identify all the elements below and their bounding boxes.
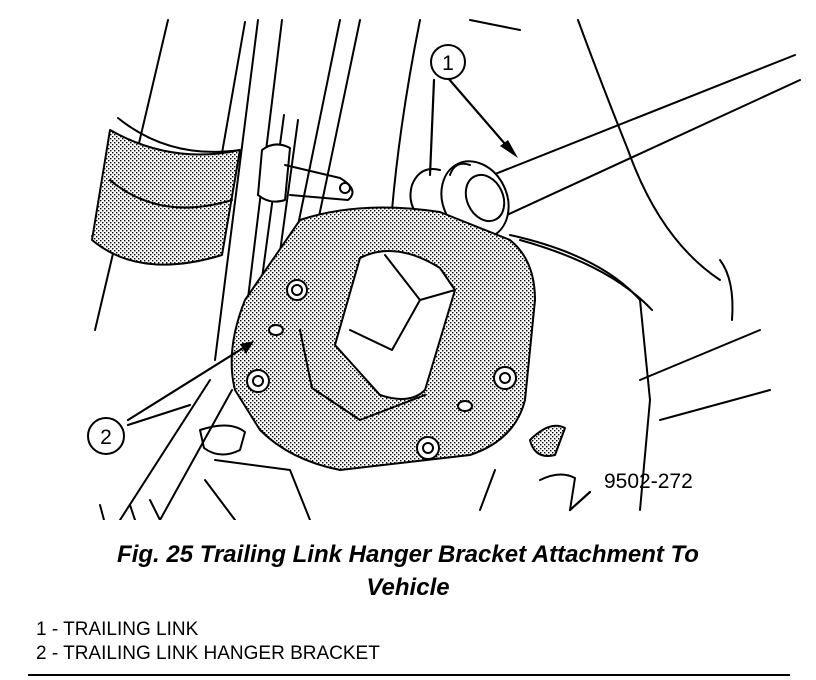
illustration: 1 2 9502-272 bbox=[87, 19, 801, 521]
shock-absorber bbox=[91, 19, 246, 331]
legend: 1 - TRAILING LINK 2 - TRAILING LINK HANG… bbox=[36, 618, 380, 666]
caption-line-2: Vehicle bbox=[366, 574, 450, 601]
callout-2: 2 bbox=[100, 426, 112, 449]
hanger-bracket bbox=[230, 206, 536, 471]
line-drawing: 1 2 bbox=[87, 19, 801, 521]
caption-line-1: Fig. 25 Trailing Link Hanger Bracket Att… bbox=[117, 541, 699, 568]
callout-1-circle bbox=[430, 44, 466, 80]
legend-item-1: 1 - TRAILING LINK bbox=[36, 619, 199, 640]
drawing-code: 9502-272 bbox=[604, 470, 693, 493]
callout-2-circle bbox=[87, 417, 125, 455]
leader-lines bbox=[126, 76, 592, 512]
frame-lines bbox=[119, 19, 521, 521]
callout-1: 1 bbox=[442, 52, 454, 75]
body-panel bbox=[99, 19, 771, 521]
figure-caption: Fig. 25 Trailing Link Hanger Bracket Att… bbox=[0, 538, 816, 604]
trailing-link bbox=[409, 54, 801, 240]
line-clip bbox=[257, 143, 354, 203]
bottom-rule bbox=[28, 674, 790, 676]
legend-item-2: 2 - TRAILING LINK HANGER BRACKET bbox=[36, 643, 380, 664]
arrowheads bbox=[240, 140, 518, 354]
